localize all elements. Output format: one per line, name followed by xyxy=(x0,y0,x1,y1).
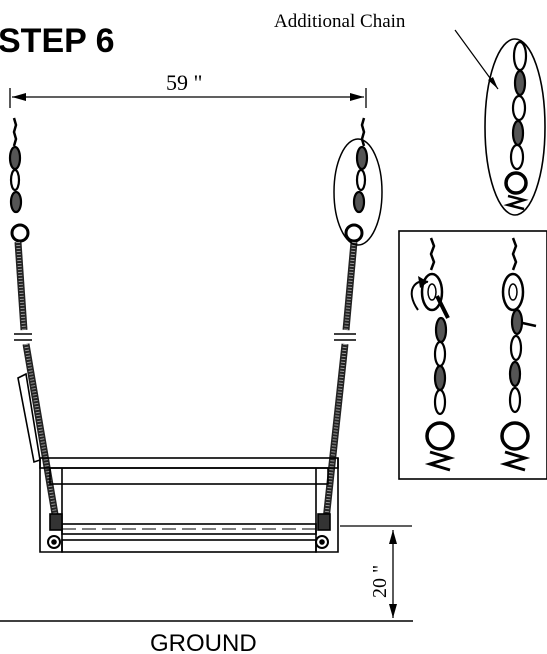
right-hanging-assembly xyxy=(322,117,383,521)
height-dimension-label: 20 " xyxy=(369,565,391,598)
hook-with-chain-icon xyxy=(499,237,537,472)
callout-leader xyxy=(454,29,499,90)
width-dimension-label: 59 " xyxy=(166,70,202,95)
ground-label: GROUND xyxy=(150,630,257,654)
width-dimension xyxy=(9,88,367,108)
left-hanging-assembly xyxy=(8,117,60,521)
height-dimension xyxy=(340,525,412,618)
inset-detail-box xyxy=(398,230,547,480)
rotation-arrow-icon xyxy=(410,276,429,311)
callout-label: Additional Chain xyxy=(274,11,406,32)
additional-chain-detail xyxy=(484,38,546,216)
swing-bench xyxy=(17,372,339,553)
hook-with-chain-icon xyxy=(420,237,456,472)
step-title: STEP 6 xyxy=(0,22,115,60)
